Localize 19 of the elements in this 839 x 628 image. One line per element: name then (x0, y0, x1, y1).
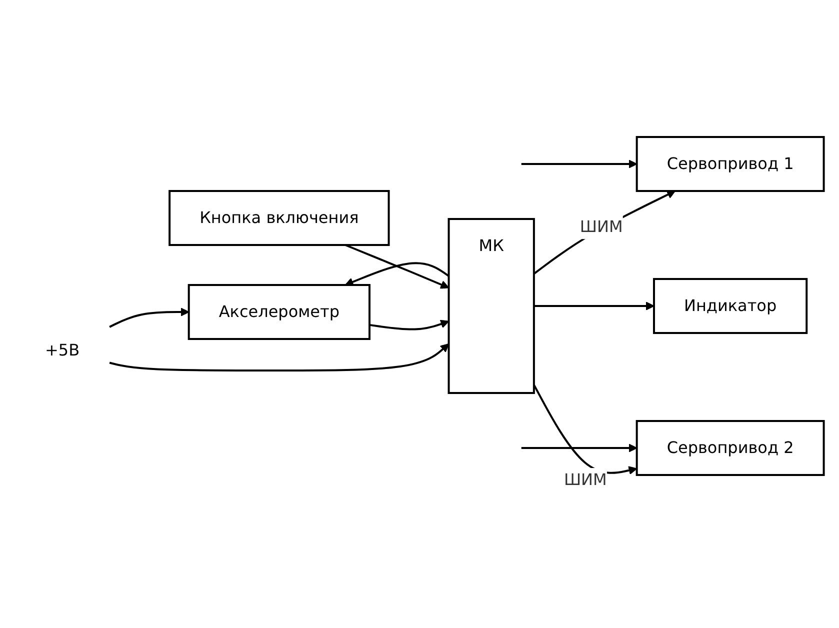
arrow (534, 301, 654, 310)
arrow (533, 384, 638, 474)
arrow (369, 319, 450, 330)
node-box: Акселерометр (188, 284, 371, 340)
arrow (533, 190, 676, 274)
arrow (345, 244, 450, 288)
node-text: +5В (45, 340, 80, 359)
arrow (521, 443, 638, 452)
edge-label: ШИМ (564, 470, 607, 488)
node-box: Сервопривод 2 (636, 420, 825, 476)
arrow (109, 307, 190, 328)
node-box: Сервопривод 1 (636, 136, 825, 192)
node-box: Индикатор (653, 278, 808, 334)
node-box: МК (448, 218, 536, 394)
edge-label: ШИМ (580, 216, 623, 236)
arrow (521, 159, 638, 168)
node-box: Кнопка включения (168, 190, 390, 246)
arrow (345, 262, 450, 286)
arrow (109, 342, 450, 371)
